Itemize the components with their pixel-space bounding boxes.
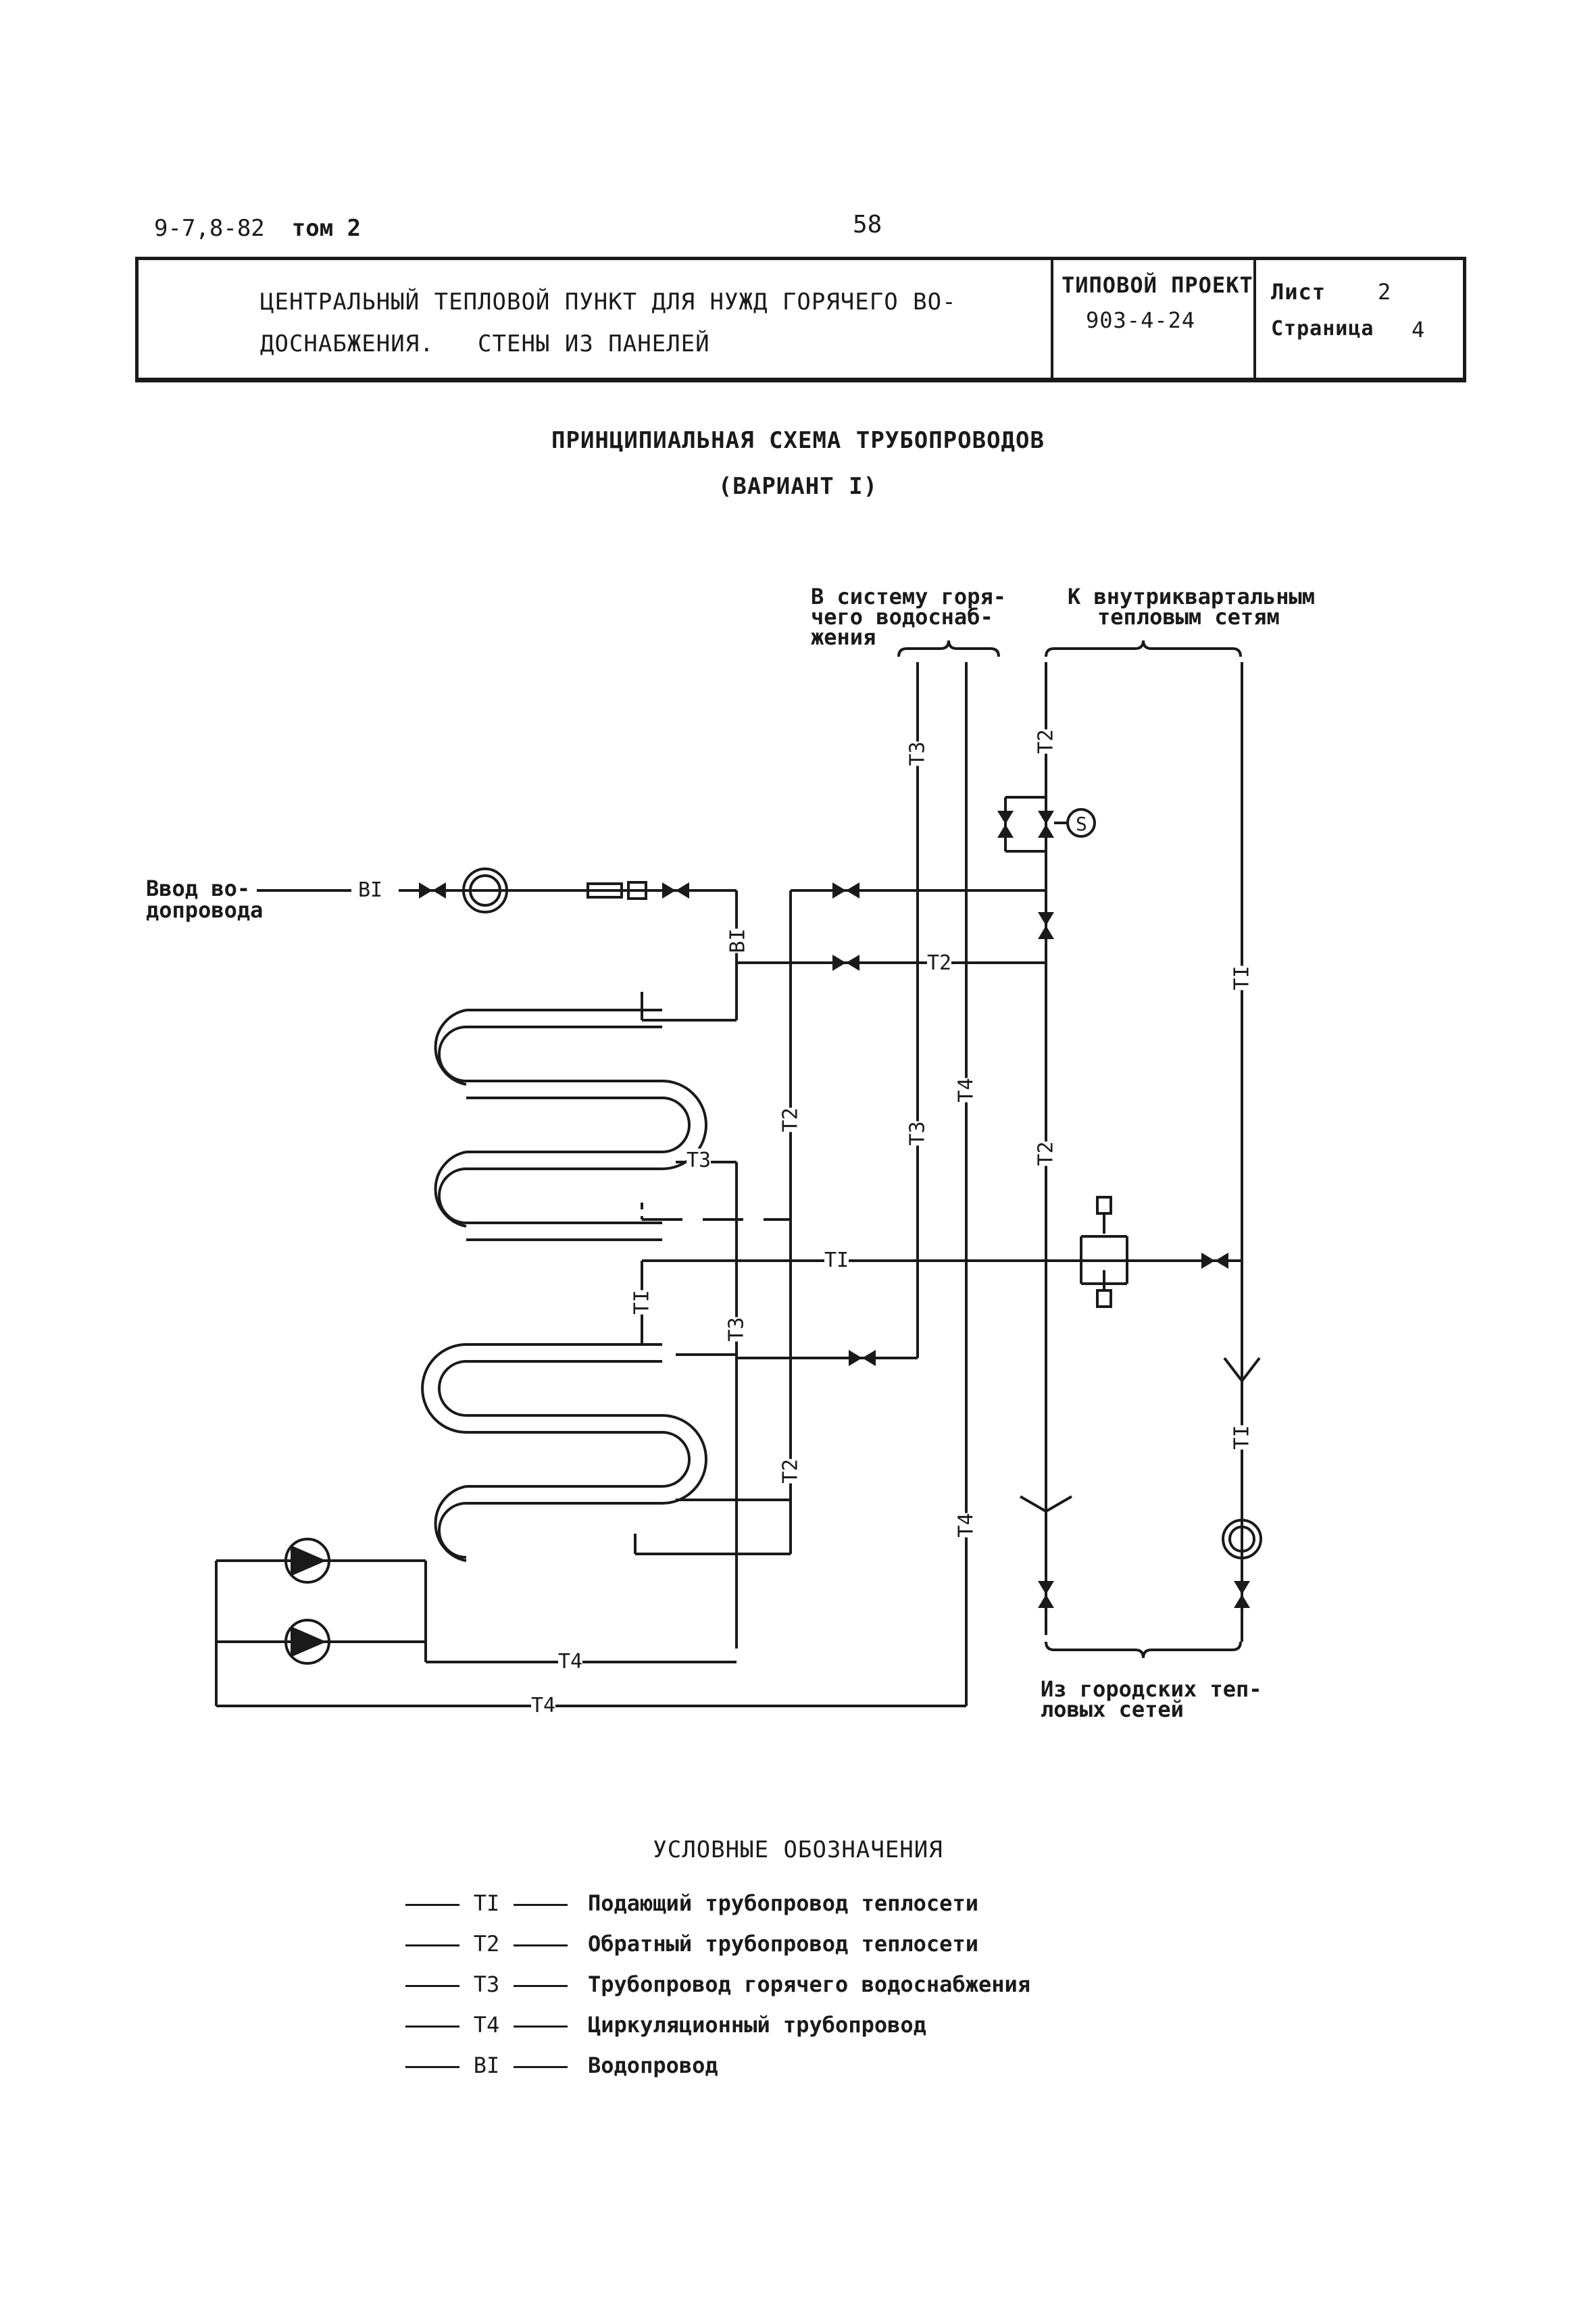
pipe-label-t2-top: T2 bbox=[1034, 729, 1058, 754]
expansion-mark-t1 bbox=[1223, 1357, 1261, 1384]
document-code-text: 9-7,8-82 bbox=[154, 215, 265, 242]
legend-code: T4 bbox=[473, 2012, 500, 2038]
brace-network-out bbox=[1045, 640, 1242, 657]
sheet-cell: Лист 2 Страница 4 bbox=[1253, 260, 1463, 378]
meter-t1 bbox=[1222, 1519, 1262, 1559]
filter bbox=[587, 882, 623, 899]
legend-code: T3 bbox=[473, 1971, 500, 1997]
project-number: 903-4-24 bbox=[1086, 307, 1196, 333]
pump-1 bbox=[284, 1538, 330, 1584]
sheet-label: Лист bbox=[1271, 279, 1326, 305]
legend-desc: Обратный трубопровод теплосети bbox=[588, 1931, 978, 1957]
legend-code: T2 bbox=[473, 1931, 500, 1957]
pipe-label-t3-top: T3 bbox=[905, 741, 930, 766]
page-number: 58 bbox=[853, 211, 882, 238]
title-cell: ЦЕНТРАЛЬНЫЙ ТЕПЛОВОЙ ПУНКТ ДЛЯ НУЖД ГОРЯ… bbox=[139, 260, 1051, 378]
pipe-label-t3-lower: T3 bbox=[724, 1317, 749, 1342]
title-line-2: ДОСНАБЖЕНИЯ. СТЕНЫ ИЗ ПАНЕЛЕЙ bbox=[260, 330, 710, 357]
heat-exchanger-upper bbox=[434, 1009, 707, 1241]
label-water-in-2: допровода bbox=[146, 897, 264, 923]
check-valve bbox=[627, 881, 647, 900]
control-valve-top bbox=[1096, 1196, 1112, 1215]
pipe-label-b1-inlet: BI bbox=[358, 878, 383, 902]
legend-desc: Водопровод bbox=[588, 2053, 718, 2078]
legend-item: BI Водопровод bbox=[405, 2053, 718, 2078]
pipe-label-t4-mid: T4 bbox=[954, 1078, 978, 1103]
label-network-out-1: К внутриквартальным bbox=[1068, 584, 1316, 609]
pipe-label-b1-riser: BI bbox=[726, 928, 750, 953]
legend-code: BI bbox=[473, 2053, 500, 2078]
volume-text: том 2 bbox=[291, 215, 361, 242]
pipe-label-t4-pumps: T4 bbox=[558, 1650, 583, 1674]
brace-hot-water bbox=[897, 640, 1000, 657]
pipe-label-t1-horizontal: TI bbox=[824, 1249, 849, 1272]
page-value: 4 bbox=[1412, 317, 1426, 343]
pipe-label-t3-mid: T3 bbox=[905, 1121, 930, 1146]
label-city-2: ловых сетей bbox=[1041, 1696, 1184, 1722]
pipe-label-t4-lower: T4 bbox=[954, 1513, 978, 1538]
legend-item: TI Подающий трубопровод теплосети bbox=[405, 1890, 978, 1916]
brace-city bbox=[1045, 1641, 1242, 1659]
label-hot-water-3: жения bbox=[811, 624, 876, 650]
project-cell: ТИПОВОЙ ПРОЕКТ 903-4-24 bbox=[1051, 260, 1256, 378]
pipe-label-t2-lower: T2 bbox=[778, 1459, 803, 1484]
document-code: 9-7,8-82 том 2 bbox=[154, 215, 361, 242]
pipe-label-t2-left: T2 bbox=[778, 1107, 803, 1132]
valves bbox=[419, 811, 1250, 1608]
diagram-subtitle: (ВАРИАНТ I) bbox=[718, 473, 878, 500]
pipe-label-t4-bottom: T4 bbox=[531, 1694, 556, 1717]
label-network-out-2: тепловым сетям bbox=[1097, 604, 1280, 630]
water-meter bbox=[462, 867, 508, 913]
pipe-label-t2-mid-right: T2 bbox=[1034, 1141, 1058, 1166]
expansion-mark-t2 bbox=[1019, 1495, 1073, 1513]
title-line-1: ЦЕНТРАЛЬНЫЙ ТЕПЛОВОЙ ПУНКТ ДЛЯ НУЖД ГОРЯ… bbox=[260, 288, 957, 316]
heat-exchanger-lower bbox=[421, 1343, 707, 1562]
project-label: ТИПОВОЙ ПРОЕКТ bbox=[1062, 272, 1253, 298]
label-hot-water-1: В систему горя- bbox=[811, 584, 1006, 609]
title-block: ЦЕНТРАЛЬНЫЙ ТЕПЛОВОЙ ПУНКТ ДЛЯ НУЖД ГОРЯ… bbox=[135, 257, 1466, 382]
pipe-label-t3-he: T3 bbox=[687, 1149, 712, 1172]
label-city-1: Из городских теп- bbox=[1041, 1676, 1262, 1702]
sheet-number: 2 bbox=[1378, 279, 1392, 305]
label-hot-water-2: чего водоснаб- bbox=[811, 604, 993, 630]
pipe-label-t1-right: TI bbox=[1230, 965, 1254, 990]
pipe-label-t1-left: TI bbox=[630, 1290, 654, 1315]
diagram-title: ПРИНЦИПИАЛЬНАЯ СХЕМА ТРУБОПРОВОДОВ bbox=[551, 427, 1045, 454]
legend-item: T4 Циркуляционный трубопровод bbox=[405, 2012, 926, 2038]
pump-2 bbox=[284, 1619, 330, 1665]
legend-desc: Подающий трубопровод теплосети bbox=[588, 1890, 978, 1916]
label-water-in-1: Ввод во- bbox=[146, 876, 251, 901]
pipe-label-t2-mid: T2 bbox=[927, 951, 952, 975]
legend-item: T2 Обратный трубопровод теплосети bbox=[405, 1931, 978, 1957]
pipe-label-t1-lower: TI bbox=[1230, 1425, 1254, 1450]
legend-desc: Трубопровод горячего водоснабжения bbox=[588, 1971, 1031, 1997]
legend-item: T3 Трубопровод горячего водоснабжения bbox=[405, 1971, 1030, 1997]
legend-title: УСЛОВНЫЕ ОБОЗНАЧЕНИЯ bbox=[653, 1836, 943, 1863]
page-label: Страница bbox=[1271, 317, 1374, 341]
legend-desc: Циркуляционный трубопровод bbox=[588, 2012, 926, 2038]
legend-code: TI bbox=[473, 1890, 500, 1916]
control-valve-bottom bbox=[1096, 1289, 1112, 1308]
solenoid-label: S bbox=[1076, 813, 1087, 835]
